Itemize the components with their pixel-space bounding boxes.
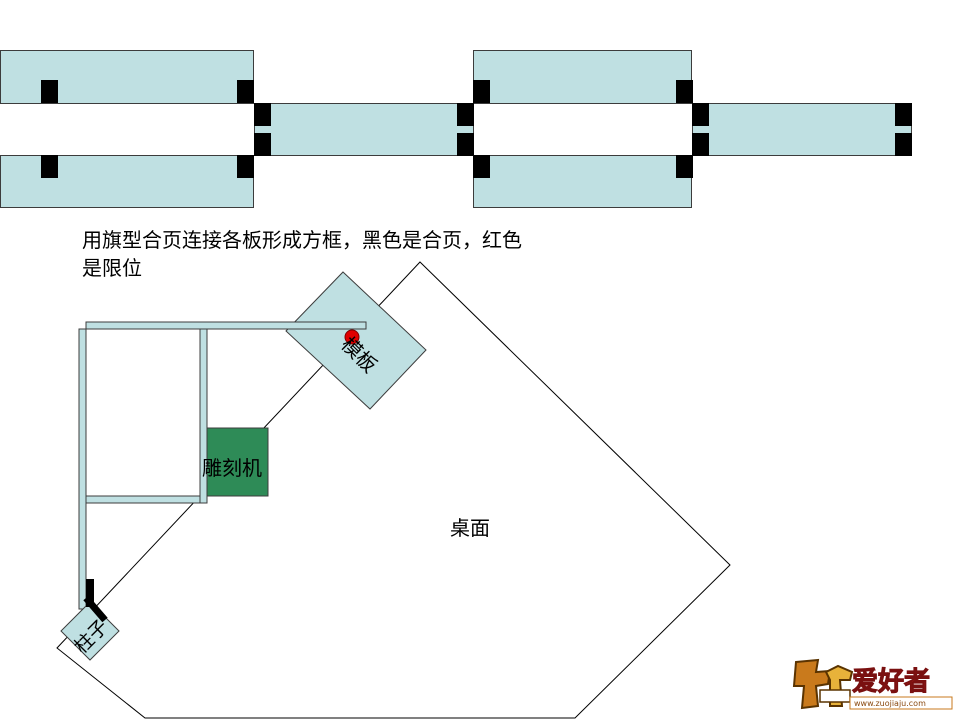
hinge bbox=[692, 103, 709, 126]
hinge bbox=[254, 133, 271, 156]
hinge bbox=[41, 80, 58, 103]
logo-url-text: www.zuojiaju.com bbox=[854, 699, 926, 708]
pillar-hinge-angle bbox=[83, 595, 108, 623]
site-logo: 爱好者 www.zuojiaju.com bbox=[792, 658, 953, 710]
caption: 用旗型合页连接各板形成方框，黑色是合页，红色是限位 bbox=[82, 228, 522, 280]
pillar-hinge bbox=[86, 579, 94, 607]
hinge bbox=[473, 155, 490, 178]
hinge bbox=[676, 155, 693, 178]
table-top-outline bbox=[56, 261, 731, 719]
board-2 bbox=[254, 103, 474, 156]
table-top-label: 桌面 bbox=[450, 516, 490, 540]
board-4 bbox=[692, 103, 912, 156]
engraver-block bbox=[206, 427, 269, 497]
engraver-label: 雕刻机 bbox=[202, 456, 262, 480]
hinge bbox=[237, 155, 254, 178]
logo-main-text: 爱好者 bbox=[852, 667, 930, 697]
hinge bbox=[895, 103, 912, 126]
frame-rail-left bbox=[78, 328, 87, 610]
hinge bbox=[41, 155, 58, 178]
frame-rail-middle bbox=[85, 495, 201, 504]
hinge bbox=[457, 103, 474, 126]
hinge bbox=[676, 80, 693, 103]
frame-rail-top bbox=[85, 321, 367, 330]
frame-rail-inner-vertical bbox=[199, 328, 208, 504]
board-3-bottom bbox=[473, 155, 692, 208]
hinge bbox=[473, 80, 490, 103]
hinge bbox=[254, 103, 271, 126]
hinge bbox=[237, 80, 254, 103]
board-3-top bbox=[473, 50, 692, 104]
hinge bbox=[692, 133, 709, 156]
stopper-dot bbox=[344, 329, 360, 345]
hinge bbox=[895, 133, 912, 156]
logo-emblem bbox=[792, 658, 854, 710]
hinge bbox=[457, 133, 474, 156]
